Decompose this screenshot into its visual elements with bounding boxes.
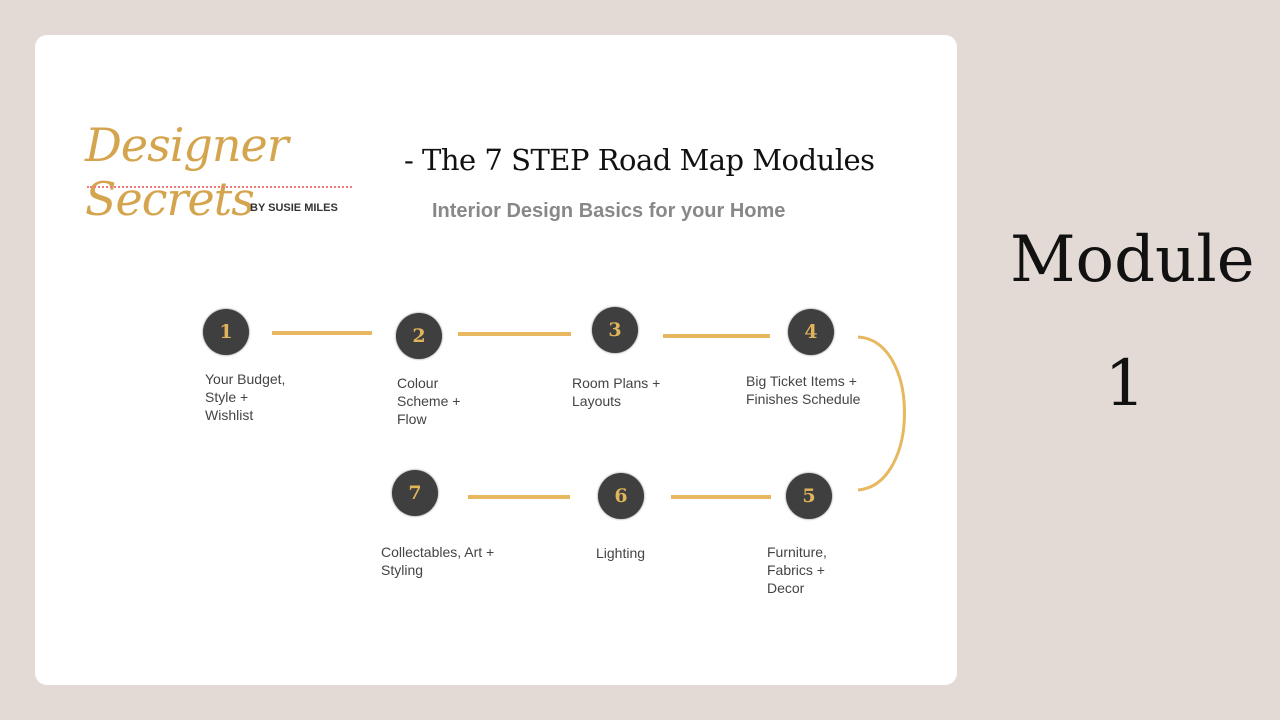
page-subtitle: Interior Design Basics for your Home — [432, 200, 786, 222]
connector-1-2 — [272, 331, 372, 335]
module-word: Module — [1010, 223, 1255, 297]
connector-2-3 — [458, 332, 571, 336]
step-6-circle: 6 — [598, 473, 644, 519]
connector-6-5 — [671, 495, 771, 499]
step-1-label: Your Budget,Style +Wishlist — [205, 371, 286, 423]
step-3-circle: 3 — [592, 307, 638, 353]
connector-7-6 — [468, 495, 570, 499]
step-1-circle: 1 — [203, 309, 249, 355]
step-6-label: Lighting — [596, 545, 646, 561]
step-4-circle: 4 — [788, 309, 834, 355]
step-7-circle: 7 — [392, 470, 438, 516]
designer-secrets-logo: Designer Secrets BY SUSIE MILES — [85, 118, 365, 226]
step-5-circle: 5 — [786, 473, 832, 519]
step-5-label: Furniture,Fabrics +Decor — [767, 544, 827, 596]
module-heading: Module 1 — [1010, 198, 1255, 446]
connector-4-5-curve — [857, 335, 906, 492]
module-number: 1 — [1104, 347, 1146, 421]
step-2-circle: 2 — [396, 313, 442, 359]
step-4-label: Big Ticket Items +Finishes Schedule — [746, 373, 861, 407]
step-3-label: Room Plans +Layouts — [572, 375, 661, 409]
page-title: - The 7 STEP Road Map Modules — [404, 143, 875, 177]
logo-underline — [87, 186, 352, 188]
logo-byline: BY SUSIE MILES — [250, 202, 338, 214]
connector-3-4 — [663, 334, 770, 338]
slide-card — [35, 35, 957, 685]
step-7-label: Collectables, Art +Styling — [381, 544, 495, 578]
logo-script: Designer Secrets — [85, 118, 289, 226]
